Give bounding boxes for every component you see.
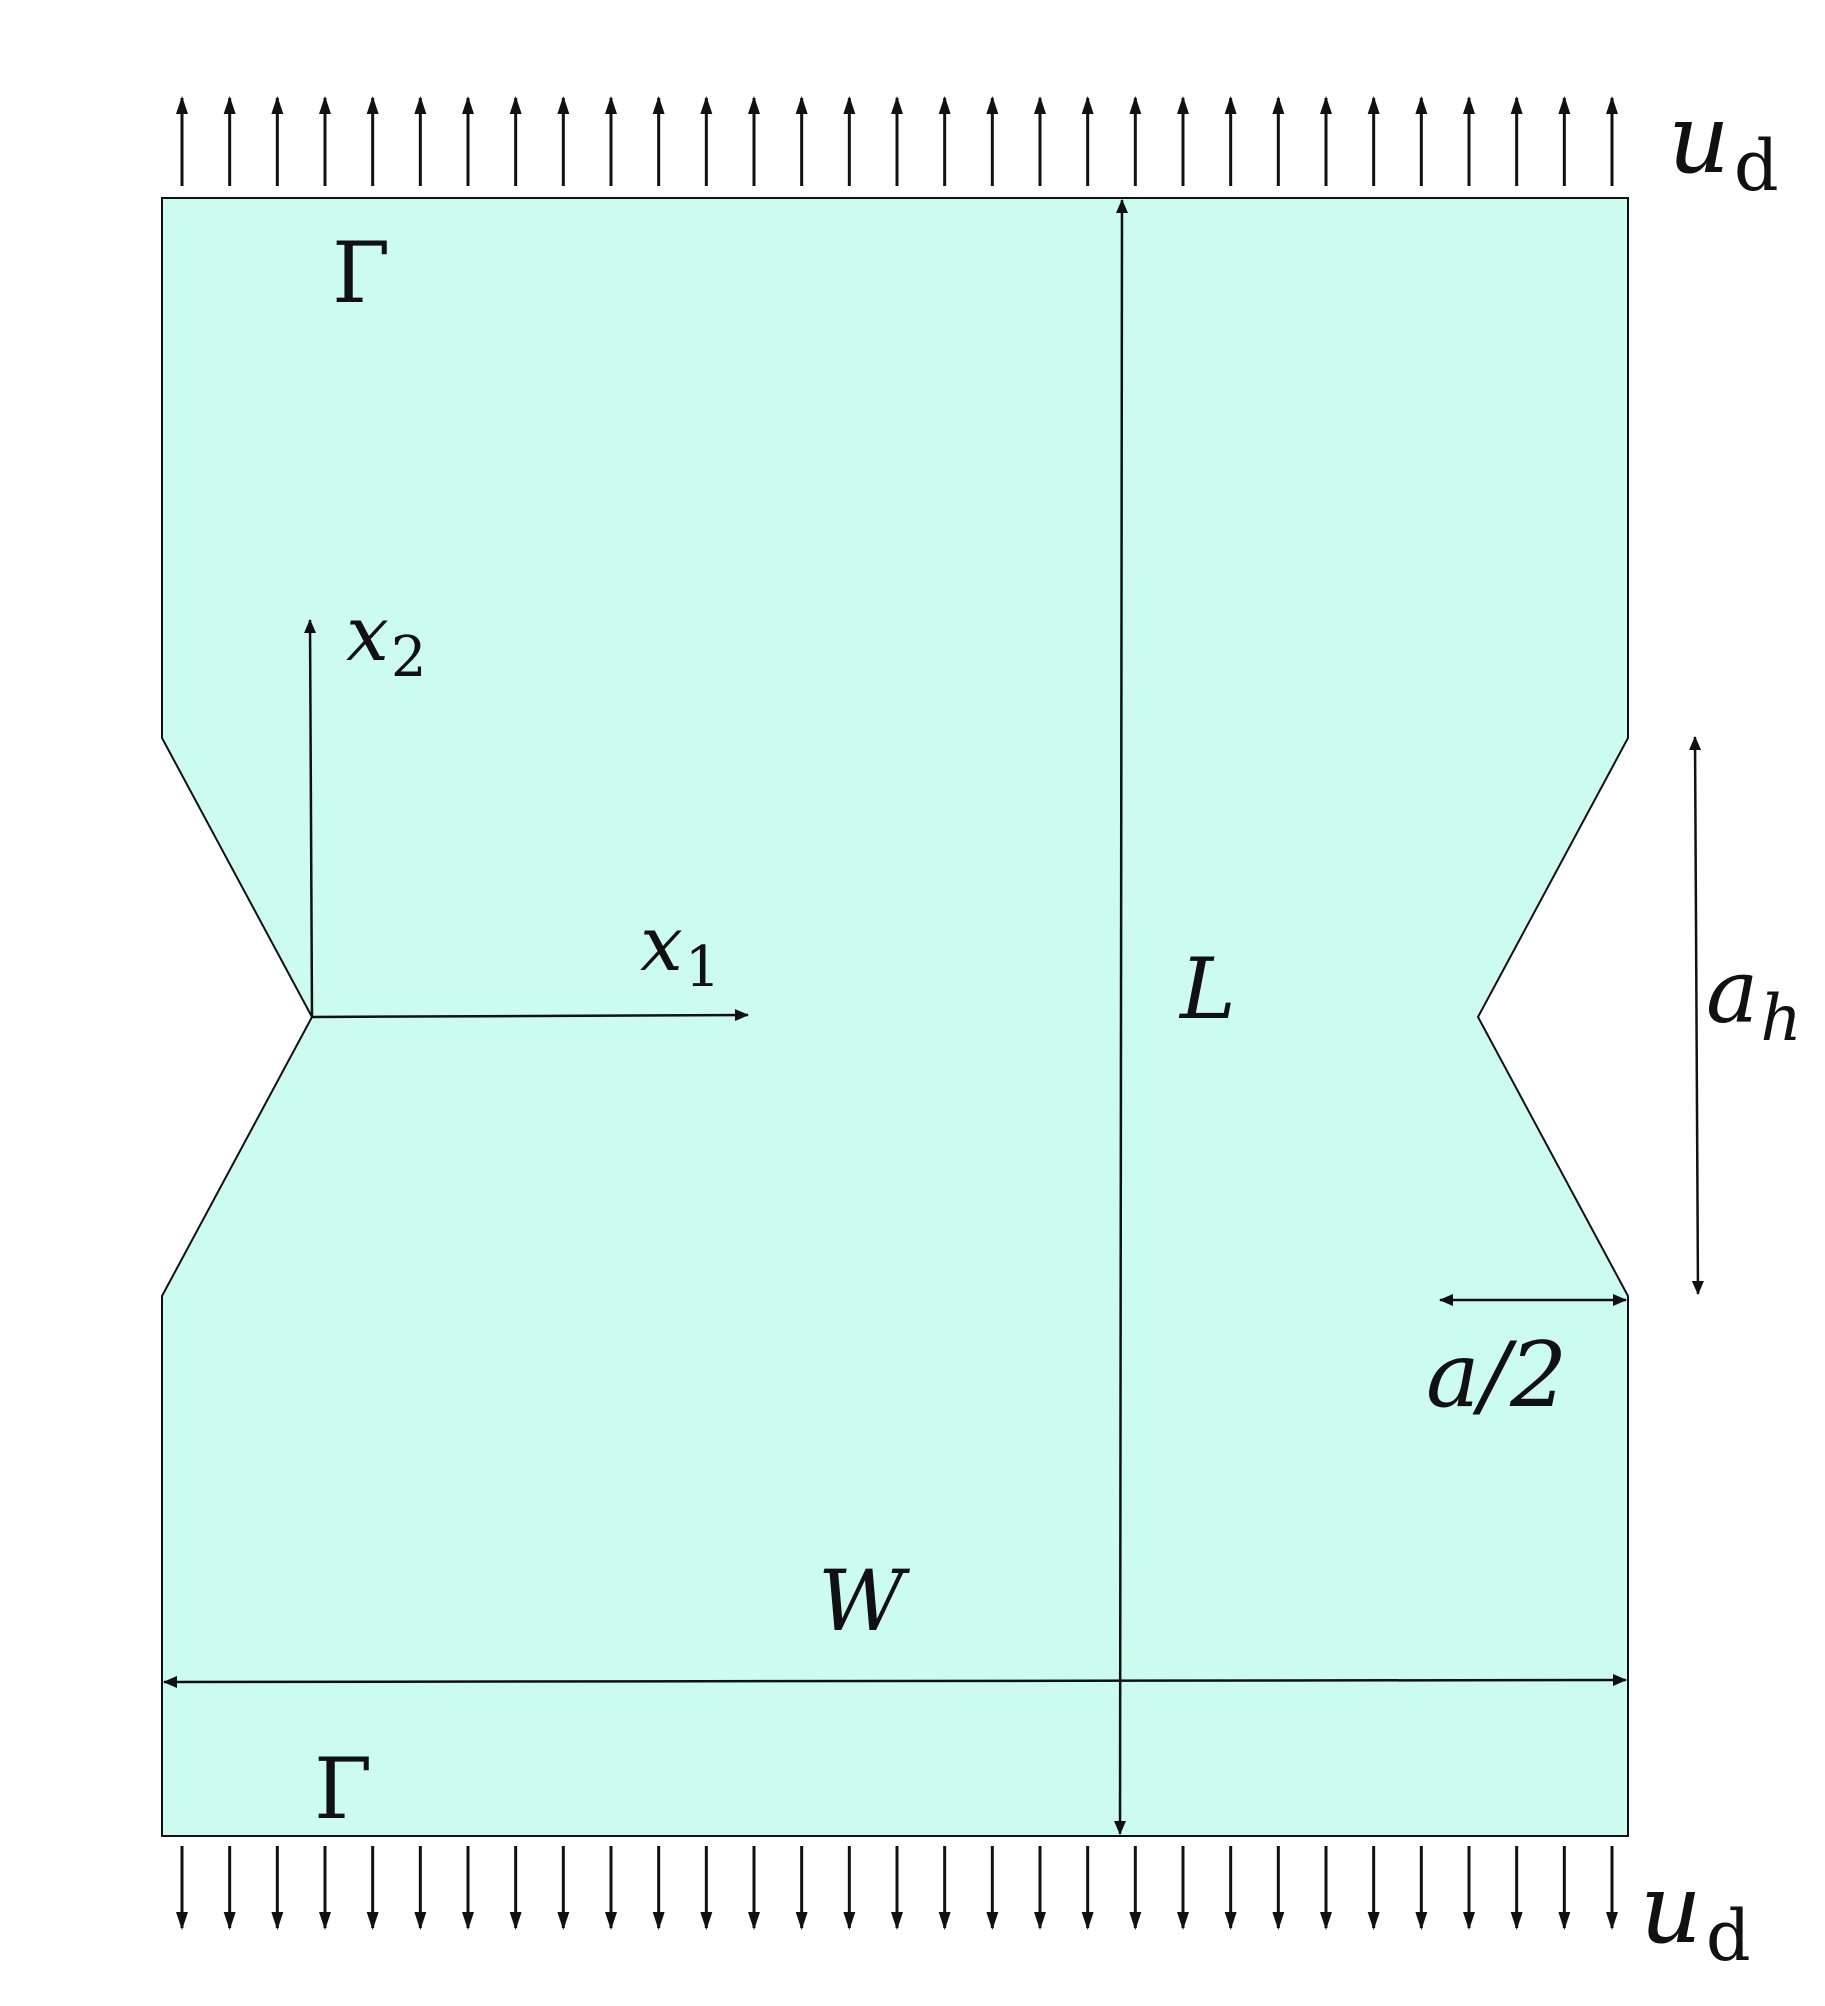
x2-label: x2 [346,589,427,690]
width-dimension-arrow [163,1674,1627,1688]
x1-label: x1 [640,899,721,1000]
length-label: L [1178,940,1236,1038]
length-dimension-arrow [1114,199,1128,1835]
x2-axis [304,619,317,1018]
x1-axis [311,1009,749,1022]
notch-depth-label: a/2 [1426,1323,1567,1428]
top-load-arrows [176,96,1618,186]
gamma-bottom-label: Γ [314,1740,372,1838]
ud-top-label: ud [1668,83,1779,207]
specimen-body [161,197,1629,1837]
notch-height-label: ah [1706,940,1802,1056]
bottom-load-arrows [176,1846,1618,1930]
width-label: W [818,1552,911,1650]
gamma-top-label: Γ [332,224,390,322]
ud-bottom-label: ud [1640,1853,1751,1977]
notch-height-dimension-arrow [1689,736,1704,1295]
